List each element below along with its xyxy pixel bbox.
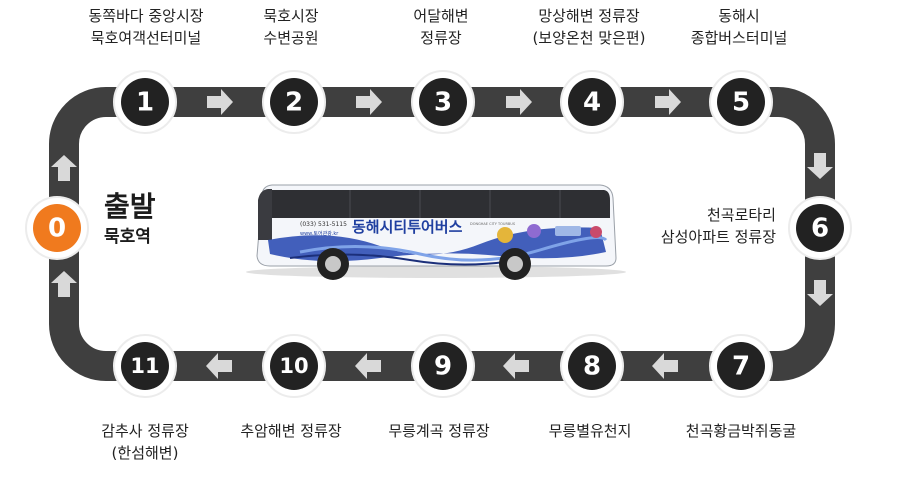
- stop-label-line1: 추암해변 정류장: [240, 422, 342, 440]
- stop-number: 3: [434, 88, 452, 118]
- stop-badge-5: 5: [709, 70, 773, 134]
- stop-label-line1: 망상해변 정류장: [538, 7, 640, 25]
- arrow-right-icon: [655, 89, 681, 115]
- stop-label-1: 동쪽바다 중앙시장 묵호여객선터미널: [60, 5, 232, 49]
- arrow-right-icon: [506, 89, 532, 115]
- stop-label-9: 무릉계곡 정류장: [376, 420, 502, 442]
- stop-number: 2: [285, 88, 303, 118]
- stop-number: 7: [732, 352, 750, 382]
- arrow-up-icon: [51, 155, 77, 181]
- arrow-up-icon: [51, 271, 77, 297]
- stop-label-line2: 수변공원: [263, 29, 319, 47]
- stop-badge-2: 2: [262, 70, 326, 134]
- bus-name: 동해시티투어버스: [352, 218, 463, 236]
- arrow-right-icon: [207, 89, 233, 115]
- stop-badge-11: 11: [113, 334, 177, 398]
- stop-label-line1: 무릉계곡 정류장: [388, 422, 490, 440]
- stop-number: 6: [811, 214, 829, 244]
- arrow-left-icon: [206, 353, 232, 379]
- stop-label-line1: 어달해변: [413, 7, 469, 25]
- stop-badge-10: 10: [262, 334, 326, 398]
- stop-label-line1: 무릉별유천지: [548, 422, 632, 440]
- stop-label-2: 묵호시장 수변공원: [230, 5, 352, 49]
- arrow-down-icon: [807, 153, 833, 179]
- bus-phone: (033) 531-5115: [300, 221, 347, 228]
- arrow-left-icon: [355, 353, 381, 379]
- stop-label-line1: 천곡황금박쥐동굴: [685, 422, 797, 440]
- stop-label-line2: 묵호역: [104, 227, 151, 247]
- stop-label-line1: 천곡로타리: [706, 206, 776, 224]
- stop-label-5: 동해시 종합버스터미널: [676, 5, 802, 49]
- stop-badge-6: 6: [788, 196, 852, 260]
- bus-web: www.토어관광.kr: [300, 230, 339, 237]
- bus-tag: DONGHAE CITY TOURBUS: [470, 222, 516, 226]
- stop-label-line2: 정류장: [420, 29, 462, 47]
- stop-badge-3: 3: [411, 70, 475, 134]
- route-arrows: [51, 89, 833, 379]
- stop-badge-9: 9: [411, 334, 475, 398]
- stop-label-line2: 종합버스터미널: [690, 29, 788, 47]
- stop-label-line2: 묵호여객선터미널: [90, 29, 202, 47]
- stop-label-line1: 묵호시장: [263, 7, 319, 25]
- stop-badge-7: 7: [709, 334, 773, 398]
- stop-number: 1: [136, 88, 154, 118]
- stop-label-11: 감추사 정류장 (한섬해변): [82, 420, 208, 464]
- stop-label-line1: 동해시: [718, 7, 760, 25]
- stop-badge-8: 8: [560, 334, 624, 398]
- stop-label-3: 어달해변 정류장: [380, 5, 502, 49]
- arrow-down-icon: [807, 280, 833, 306]
- tour-bus-illustration: 동해시티투어버스 (033) 531-5115 www.토어관광.kr DONG…: [246, 184, 626, 280]
- stop-number: 9: [434, 352, 452, 382]
- arrow-left-icon: [652, 353, 678, 379]
- stop-number: 0: [48, 214, 66, 244]
- stop-label-6: 천곡로타리 삼성아파트 정류장: [628, 204, 776, 248]
- stop-label-4: 망상해변 정류장 (보양온천 맞은편): [514, 5, 664, 49]
- stop-number: 8: [583, 352, 601, 382]
- stop-number: 10: [279, 354, 308, 378]
- arrow-right-icon: [356, 89, 382, 115]
- stop-badge-1: 1: [113, 70, 177, 134]
- stop-number: 5: [732, 88, 750, 118]
- stop-label-8: 무릉별유천지: [530, 420, 650, 442]
- stop-badges: 0 1 2 3 4 5 6 7 8 9 10 11: [25, 70, 852, 398]
- stop-number: 4: [583, 88, 601, 118]
- stop-badge-0: 0: [25, 196, 89, 260]
- stop-label-0: 출발 묵호역: [104, 190, 156, 250]
- stop-label-line2: (한섬해변): [111, 444, 179, 462]
- stop-label-10: 추암해변 정류장: [226, 420, 356, 442]
- stop-badge-4: 4: [560, 70, 624, 134]
- stop-label-line2: (보양온천 맞은편): [532, 29, 646, 47]
- stop-label-7: 천곡황금박쥐동굴: [674, 420, 808, 442]
- arrow-left-icon: [503, 353, 529, 379]
- stop-label-line1: 출발: [104, 190, 156, 223]
- stop-label-line1: 동쪽바다 중앙시장: [88, 7, 204, 25]
- stop-label-line2: 삼성아파트 정류장: [660, 228, 776, 246]
- stop-number: 11: [130, 354, 159, 378]
- stop-label-line1: 감추사 정류장: [101, 422, 189, 440]
